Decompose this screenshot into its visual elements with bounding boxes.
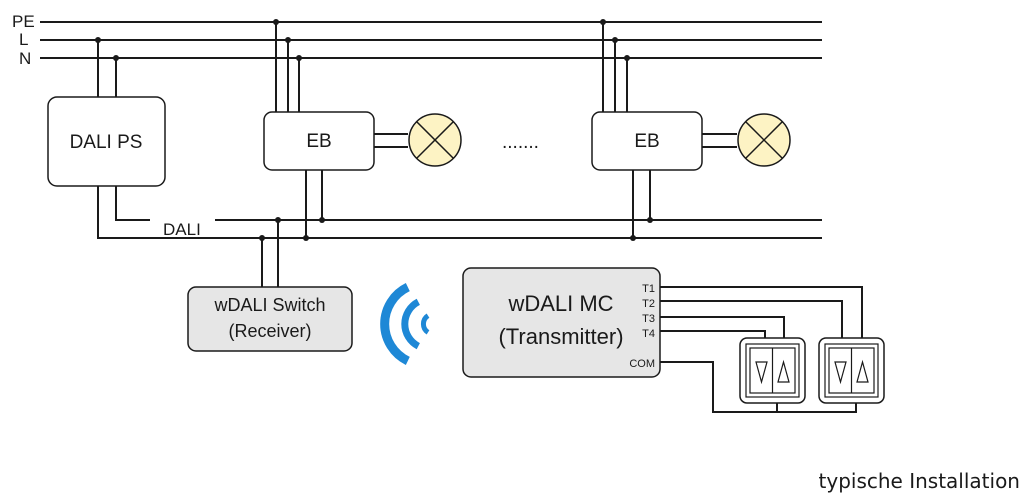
l-label: L — [19, 30, 28, 49]
eb2-wires — [600, 19, 737, 241]
eb2-label: EB — [634, 131, 659, 152]
terminal-com-label: COM — [629, 358, 655, 370]
wdali-mc-box — [462, 267, 661, 378]
mains-bus — [40, 21, 822, 59]
blind-switch-icon — [739, 337, 806, 404]
ellipsis: ....... — [502, 132, 539, 153]
wdali-switch-sublabel: (Receiver) — [228, 321, 311, 341]
dali-ps-box — [47, 96, 166, 187]
eb1-wires — [273, 19, 408, 241]
eb1-box — [263, 111, 375, 171]
eb1-label: EB — [306, 131, 331, 152]
wdali-mc-sublabel: (Transmitter) — [498, 324, 623, 349]
caption: typische Installation — [818, 469, 1020, 493]
receiver-wires — [259, 217, 281, 287]
lamp-icon — [737, 113, 791, 167]
terminal-t2-label: T2 — [642, 298, 655, 310]
wireless-signal-icon — [380, 283, 430, 365]
wdali-switch-label: wDALI Switch — [213, 295, 325, 315]
pe-label: PE — [12, 12, 35, 31]
blind-switch-icon — [818, 337, 885, 404]
terminal-t4-label: T4 — [642, 328, 655, 340]
wdali-mc-label: wDALI MC — [507, 291, 613, 316]
wdali-switch-box — [187, 286, 353, 352]
dali-ps-wires — [95, 37, 822, 239]
n-label: N — [19, 49, 31, 68]
lamp-icon — [408, 113, 462, 167]
dali-bus-label: DALI — [163, 220, 201, 239]
terminal-t3-label: T3 — [642, 313, 655, 325]
eb2-box — [591, 111, 703, 171]
terminal-t1-label: T1 — [642, 283, 655, 295]
dali-ps-label: DALI PS — [70, 132, 143, 153]
